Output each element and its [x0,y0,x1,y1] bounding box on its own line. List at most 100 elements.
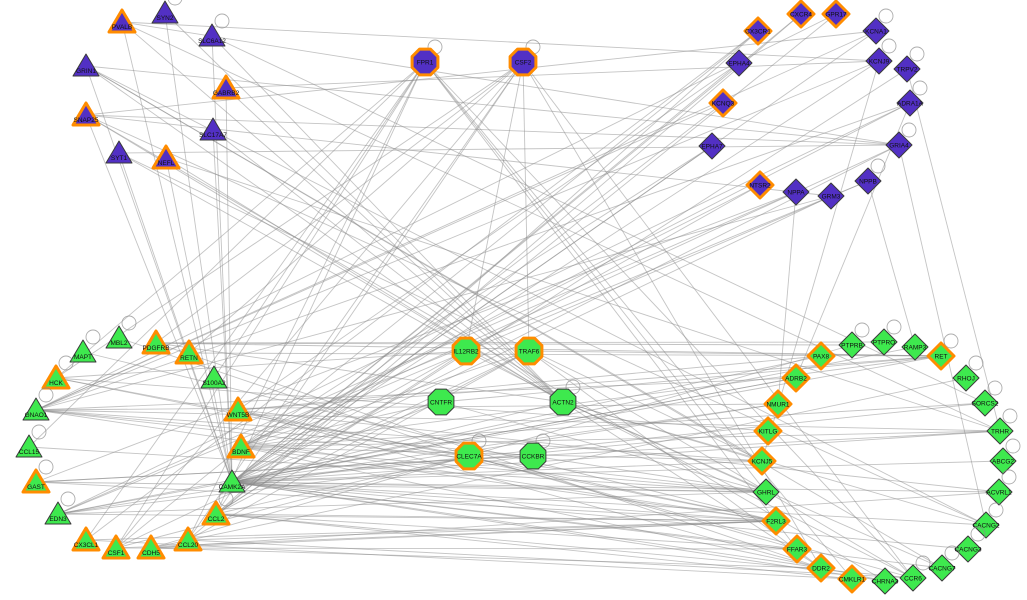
node-IL12RB2[interactable]: IL12RB2 [451,336,481,366]
node-TRPV2[interactable]: TRPV2 [893,46,925,83]
node-CHRNA3[interactable]: CHRNA3 [871,567,899,595]
edge-F2RL3-MAPT [82,351,777,522]
node-NPPB[interactable]: NPPB [854,158,886,195]
node-GHRL[interactable]: GHRL [752,478,780,506]
edge-SYT1-GRIA4 [118,144,900,154]
node-ACVRL1[interactable]: ACVRL1 [985,469,1017,506]
diamond-node-shape [782,534,812,564]
edge-CLEC7A-CCL2 [215,455,470,515]
node-PVALB[interactable]: PVALB [107,8,137,34]
node-PDGFRB[interactable]: PDGFRB [141,329,171,355]
edge-KCNQ3-CAMK2A [231,102,724,483]
edge-FPR1-CCL20 [187,61,426,541]
node-GRM3[interactable]: GRM3 [817,182,845,210]
node-GRIN1[interactable]: GRIN1 [72,53,100,77]
edge-KCNJ5-GNAO1 [35,409,763,462]
node-MBL2[interactable]: MBL2 [105,315,137,349]
node-PTPRB[interactable]: PTPRB [838,322,870,359]
octagon-node-shape [519,442,547,470]
node-TRAF6[interactable]: TRAF6 [514,336,544,366]
node-RHOJ[interactable]: RHOJ [952,355,984,392]
node-CCL15[interactable]: CCL15 [15,424,47,458]
node-CMKLR1[interactable]: CMKLR1 [837,564,867,594]
triangle-node-shape [211,74,241,100]
edge-GPR17-GNAO1 [35,13,837,411]
edge-PVALB-KCNJ9 [121,21,880,62]
edge-SLC17A7-ACTN2 [212,129,564,403]
triangle-node-shape [201,500,231,526]
self-loop-edge [988,502,1004,518]
edge-TRAF6-CCR6 [528,350,914,579]
edge-TRHR-GAST [35,430,1001,483]
node-SORCS2[interactable]: SORCS2 [971,380,1003,417]
self-loop-edge [870,158,886,174]
diamond-node-shape [698,132,726,160]
node-KCNJ9[interactable]: KCNJ9 [865,38,897,75]
edge-SYT1-CAMK2A [118,152,233,483]
edge-PVALB-GRIA4 [121,21,900,146]
edge-TRPV2-TRHR [906,68,1001,432]
node-GABRB2[interactable]: GABRB2 [211,74,241,100]
diamond-node-shape [899,564,927,592]
node-SLC6A12[interactable]: SLC6A12 [198,13,230,47]
edge-FFAR3-CCL2 [215,513,798,550]
node-SYN2[interactable]: SYN2 [151,0,183,24]
diamond-node-shape [893,55,921,83]
diamond-node-shape [862,17,890,45]
node-PTPRO[interactable]: PTPRO [870,319,902,356]
triangle-node-shape [226,433,256,459]
edge-NMUR1-GNAO1 [35,403,779,411]
node-GRIA4[interactable]: GRIA4 [885,122,917,159]
diamond-node-shape [972,511,1000,539]
node-CX3CL1[interactable]: CX3CL1 [71,526,101,552]
node-HCK[interactable]: HCK [41,355,74,390]
self-loop-edge [968,355,984,371]
node-CX3CR1[interactable]: CX3CR1 [743,16,773,46]
edge-GRIA4-CAMK2A [231,144,900,483]
node-NPPA[interactable]: NPPA [782,178,810,206]
diamond-node-shape [752,478,780,506]
triangle-node-shape [200,365,228,389]
node-CACNG7[interactable]: CACNG7 [928,545,960,582]
octagon-node-shape [451,336,481,366]
node-CNTFR[interactable]: CNTFR [427,388,455,416]
triangle-node-shape [22,397,50,421]
node-CACNG2[interactable]: CACNG2 [972,502,1004,539]
node-PAX8[interactable]: PAX8 [806,341,836,371]
node-SYT1[interactable]: SYT1 [105,140,133,164]
node-MAPT[interactable]: MAPT [69,329,101,363]
node-NMUR1[interactable]: NMUR1 [763,389,793,419]
node-ADRA1A[interactable]: ADRA1A [896,80,928,117]
octagon-node-shape [454,441,484,471]
edge-CCKBR-GNAO1 [35,409,534,457]
triangle-node-shape [218,469,246,493]
edge-FPR1-CCL2 [215,61,426,515]
node-FPR1[interactable]: FPR1 [410,39,443,77]
node-CXCR4[interactable]: CXCR4 [786,0,816,29]
edge-SNAP25-CACNG2 [85,114,987,526]
edge-NPPA-EDN3 [57,191,797,515]
edge-CAMK2A-RET [231,355,942,483]
self-loop-edge [85,329,101,345]
edge-CNTFR-CAMK2A [231,401,442,483]
diamond-node-shape [885,131,913,159]
edge-TRHR-GNAO1 [35,409,1001,432]
edge-ADRB2-GNAO1 [35,377,797,411]
node-GPR17[interactable]: GPR17 [821,0,851,29]
node-NEFL[interactable]: NEFL [151,144,181,170]
node-ABCG2[interactable]: ABCG2 [989,438,1021,475]
triangle-node-shape [198,23,226,47]
diamond-node-shape [952,364,980,392]
triangle-node-shape [107,8,137,34]
node-GAST[interactable]: GAST [21,459,54,494]
diamond-node-shape [854,167,882,195]
node-EPHA7[interactable]: EPHA7 [698,132,726,160]
node-CSF2[interactable]: CSF2 [508,39,541,77]
node-SLC17A7[interactable]: SLC17A7 [199,117,227,141]
edge-KCNQ3-GNAO1 [35,102,724,411]
diamond-node-shape [928,554,956,582]
triangle-node-shape [136,534,166,560]
node-RET[interactable]: RET [926,333,959,371]
edge-FPR1-HCK [55,61,426,379]
